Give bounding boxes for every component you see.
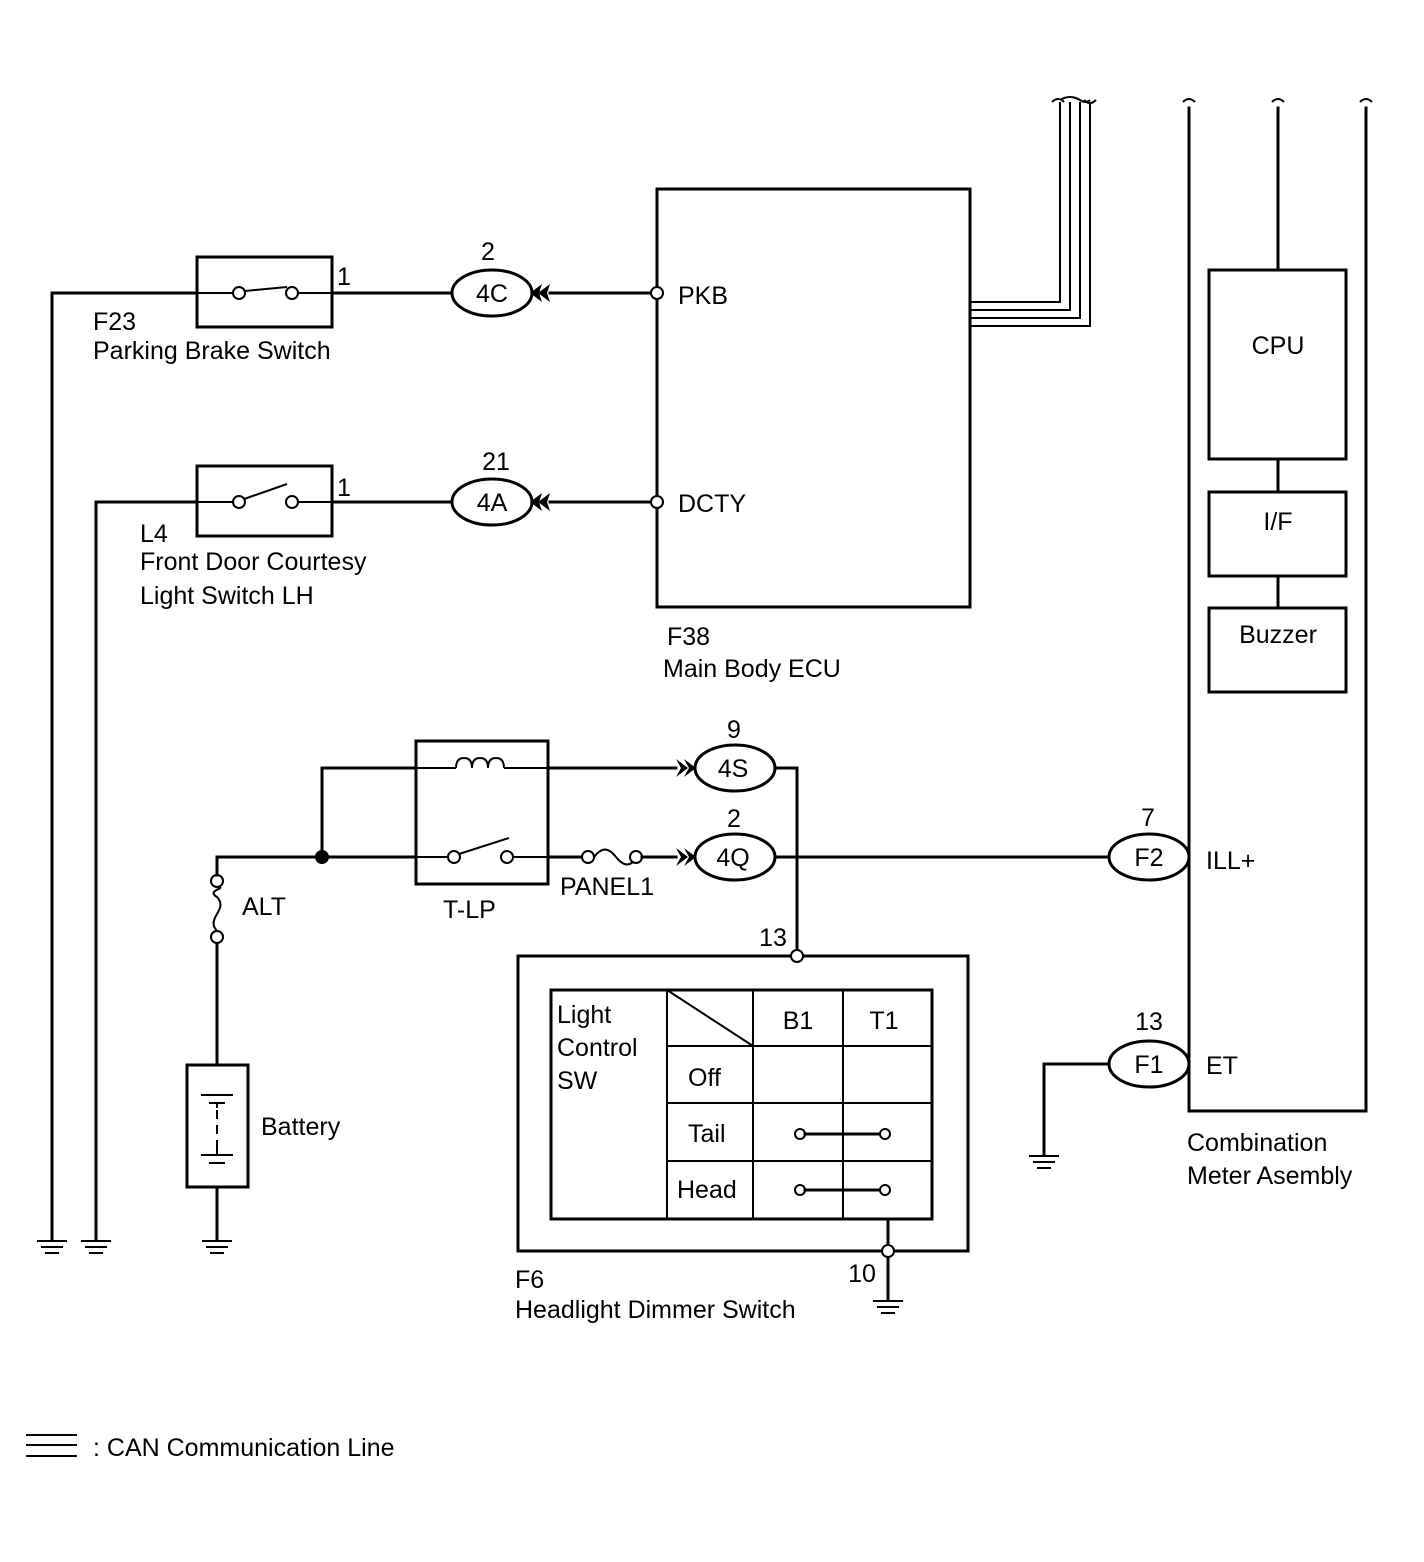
meter-name-2: Meter Asembly [1187, 1162, 1353, 1190]
meter-cpu-label: CPU [1252, 332, 1305, 360]
courtesy-switch-name-1: Front Door Courtesy [140, 548, 367, 576]
legend: : CAN Communication Line [26, 1434, 395, 1462]
dimmer-pin-top: 13 [759, 924, 787, 952]
can-communication-lines [970, 96, 1097, 327]
table-row-tail: Tail [688, 1120, 726, 1148]
connector-4s-label: 4S [718, 755, 749, 783]
dimmer-name: Headlight Dimmer Switch [515, 1296, 796, 1324]
alt-fuse-label: ALT [242, 893, 286, 921]
dimmer-code: F6 [515, 1266, 544, 1294]
table-row-head: Head [677, 1176, 737, 1204]
ground-symbols [37, 1155, 1059, 1314]
connector-4s: 4S 9 [546, 716, 799, 952]
panel1-label: PANEL1 [560, 873, 654, 901]
meter-pin-et: ET [1206, 1052, 1238, 1080]
interface-block [1207, 490, 1348, 578]
connector-4a-label: 4A [477, 489, 508, 517]
relay-coil [455, 756, 505, 769]
panel1-fuse: PANEL1 [546, 848, 678, 901]
ground-icon [202, 1240, 232, 1254]
ground-icon [873, 1300, 903, 1314]
legend-text: : CAN Communication Line [93, 1434, 395, 1462]
headlight-dimmer-switch: 13 Light Control SW B1 T1 Off Tail Head … [515, 924, 970, 1324]
connector-4s-pin: 9 [727, 716, 741, 744]
courtesy-switch-name-2: Light Switch LH [140, 582, 314, 610]
table-title-2: Control [557, 1034, 638, 1062]
connector-f1: F1 13 [1042, 1008, 1191, 1157]
combination-meter: CPU I/F Buzzer ILL+ ET Combination Meter… [1182, 98, 1373, 1190]
battery-label: Battery [261, 1113, 341, 1141]
connector-4q-pin: 2 [727, 805, 741, 833]
light-control-table [549, 988, 934, 1221]
parking-brake-name: Parking Brake Switch [93, 337, 331, 365]
ground-icon [37, 1240, 67, 1254]
meter-interface-label: I/F [1263, 508, 1292, 536]
buzzer-block [1207, 606, 1348, 694]
connector-f1-label: F1 [1134, 1051, 1163, 1079]
alt-fuse-bottom [210, 930, 224, 944]
connector-4c-pin: 2 [481, 238, 495, 266]
tlp-relay: T-LP [414, 739, 550, 924]
main-body-ecu: PKB DCTY F38 Main Body ECU [650, 187, 972, 683]
table-col-t1: T1 [869, 1007, 898, 1035]
parking-brake-code: F23 [93, 308, 136, 336]
dimmer-pin-bottom: 10 [848, 1260, 876, 1288]
connector-f2-label: F2 [1134, 844, 1163, 872]
ground-icon [1029, 1155, 1059, 1169]
table-title-1: Light [557, 1001, 611, 1029]
connector-4q: 4Q 2 [676, 805, 1111, 882]
meter-buzzer-label: Buzzer [1239, 621, 1317, 649]
ground-icon [81, 1240, 111, 1254]
meter-name-1: Combination [1187, 1129, 1327, 1157]
connector-4a: 4A 21 [450, 448, 653, 527]
relay-label: T-LP [443, 896, 496, 924]
table-col-b1: B1 [783, 1007, 814, 1035]
ecu-pin-pkb: PKB [678, 282, 728, 310]
courtesy-switch-pin: 1 [337, 474, 351, 502]
table-title-3: SW [557, 1067, 598, 1095]
connector-f2: F2 7 [1107, 804, 1191, 882]
parking-brake-pin: 1 [337, 263, 351, 291]
ecu-name: Main Body ECU [663, 655, 841, 683]
alt-fuse [212, 886, 222, 932]
cpu-block [1207, 268, 1348, 461]
courtesy-switch-circuit: 1 L4 Front Door Courtesy Light Switch LH [94, 464, 455, 1242]
connector-4q-label: 4Q [716, 844, 749, 872]
connector-4c: 4C 2 [450, 238, 653, 318]
connector-f2-pin: 7 [1141, 804, 1155, 832]
connector-4a-pin: 21 [482, 448, 510, 476]
table-row-off: Off [688, 1064, 721, 1092]
connector-f1-pin: 13 [1135, 1008, 1163, 1036]
meter-pin-ill: ILL+ [1206, 847, 1255, 875]
parking-brake-circuit: 1 F23 Parking Brake Switch [50, 255, 455, 1242]
power-supply: Battery ALT [185, 766, 418, 1242]
connector-4c-label: 4C [476, 280, 508, 308]
ecu-pin-dcty: DCTY [678, 490, 746, 518]
ecu-code: F38 [667, 623, 710, 651]
courtesy-switch-code: L4 [140, 520, 168, 548]
